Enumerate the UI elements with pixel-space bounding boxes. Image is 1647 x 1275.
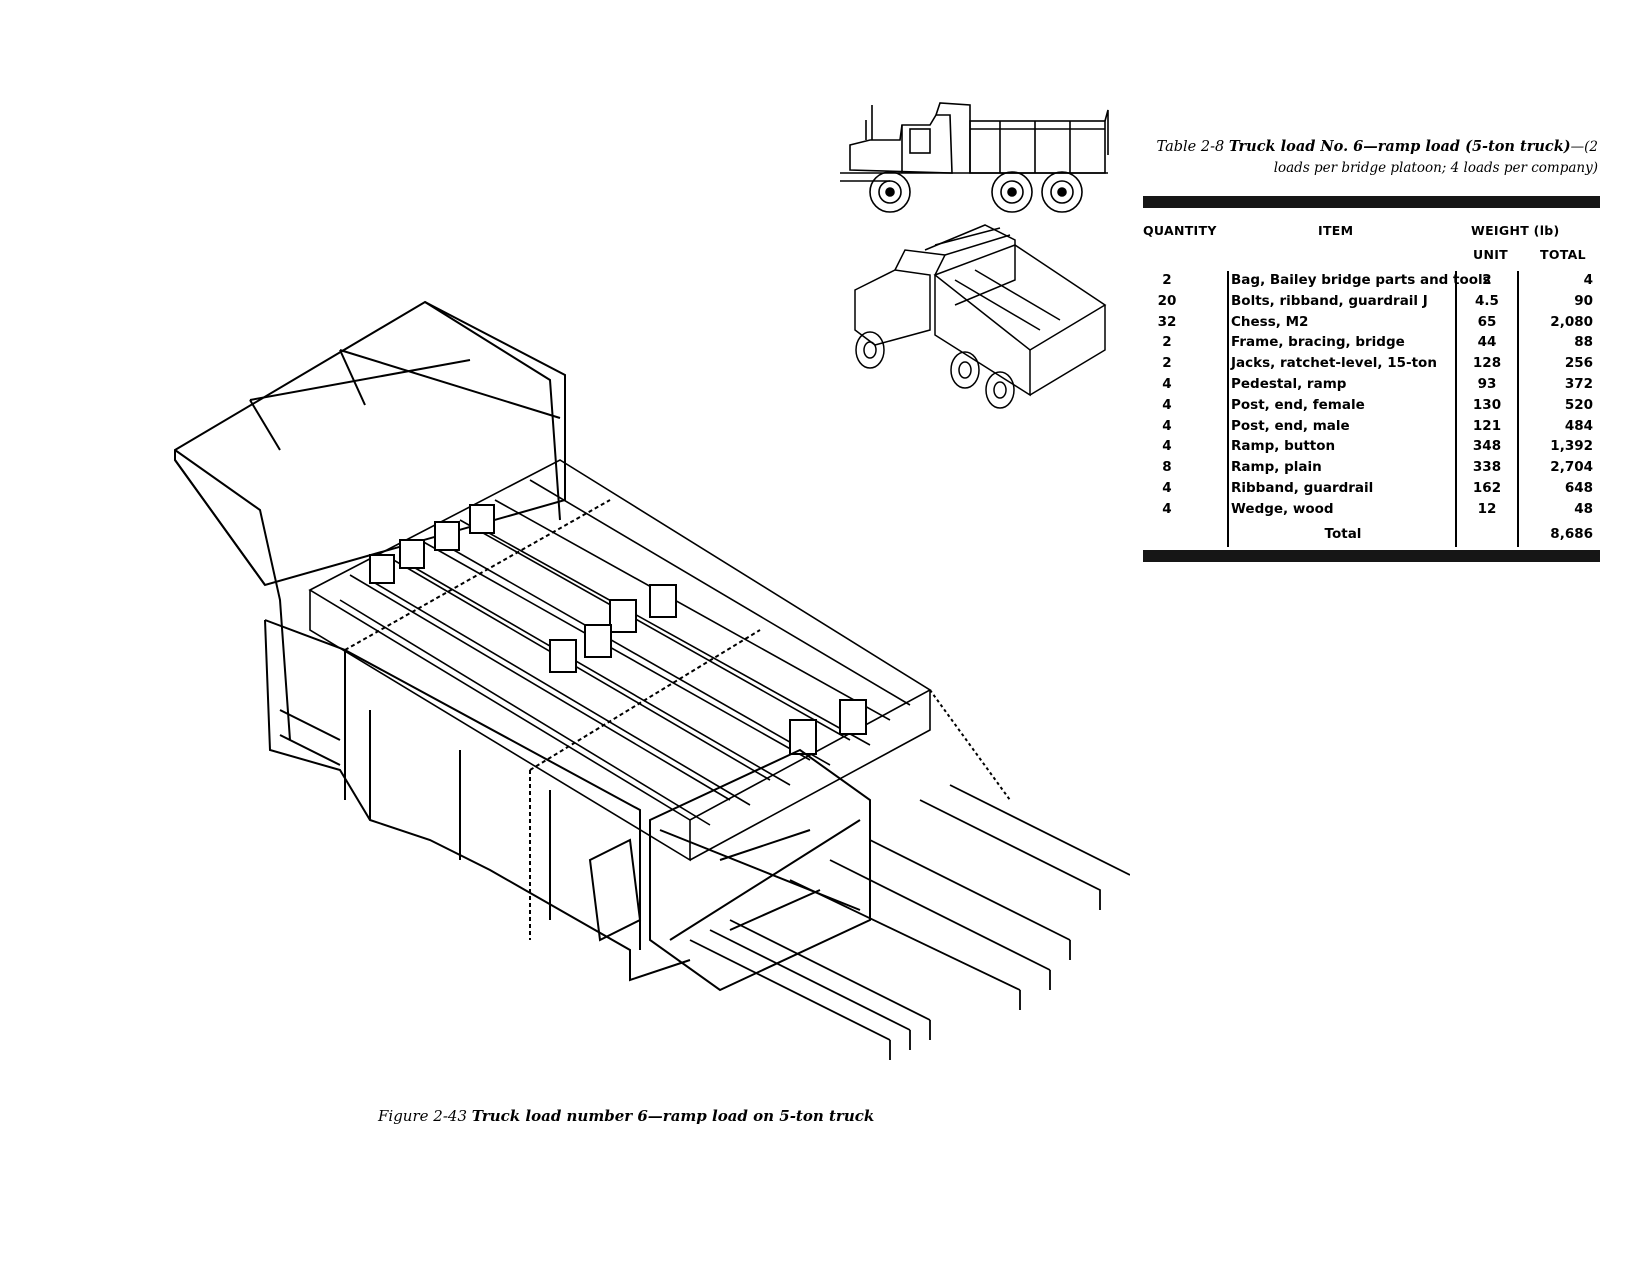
table-caption-title: Truck load No. 6—ramp load (5-ton truck) <box>1228 138 1571 155</box>
table-row: 8 Ramp, plain 338 2,704 <box>1143 457 1600 478</box>
row-unit-weight: 12 <box>1477 500 1497 517</box>
column-rule-item <box>1227 271 1229 547</box>
row-total-weight: 2,080 <box>1550 313 1593 330</box>
row-unit-weight: 162 <box>1472 479 1502 496</box>
row-unit-weight: 121 <box>1472 417 1502 434</box>
row-unit-weight: 65 <box>1477 313 1497 330</box>
row-total-weight: 372 <box>1564 375 1593 392</box>
row-total-weight: 256 <box>1564 355 1593 372</box>
table-row: 4 Post, end, male 121 484 <box>1143 416 1600 437</box>
table-row: 4 Ramp, button 348 1,392 <box>1143 436 1600 457</box>
table-caption-note: —(2 loads per bridge platoon; 4 loads pe… <box>1273 139 1598 176</box>
column-rule-unit <box>1455 271 1457 547</box>
load-table: QUANTITY ITEM WEIGHT (lb) UNIT TOTAL 2 B… <box>1143 196 1600 566</box>
row-item: Post, end, female <box>1231 396 1365 413</box>
table-row: 2 Frame, bracing, bridge 44 88 <box>1143 332 1600 353</box>
row-unit-weight: 338 <box>1472 459 1502 476</box>
header-total: TOTAL <box>1540 247 1586 262</box>
total-label: Total <box>1324 525 1362 542</box>
figure-caption: Figure 2-43 Truck load number 6—ramp loa… <box>378 1107 874 1125</box>
row-quantity: 2 <box>1162 355 1172 372</box>
row-unit-weight: 128 <box>1472 355 1502 372</box>
row-quantity: 4 <box>1162 396 1172 413</box>
table-top-rule <box>1143 196 1600 208</box>
row-item: Bag, Bailey bridge parts and tools <box>1231 272 1491 288</box>
row-total-weight: 2,704 <box>1550 459 1593 476</box>
table-caption-lead: Table 2-8 <box>1156 139 1225 155</box>
total-value: 8,686 <box>1550 525 1593 542</box>
row-quantity: 4 <box>1162 500 1172 517</box>
figure-caption-lead: Figure 2-43 <box>378 1107 467 1125</box>
table-body: 2 Bag, Bailey bridge parts and tools 2 4… <box>1143 270 1600 546</box>
table-row: 4 Ribband, guardrail 162 648 <box>1143 478 1600 499</box>
row-item: Ramp, button <box>1231 438 1336 455</box>
table-row: 2 Jacks, ratchet-level, 15-ton 128 256 <box>1143 353 1600 374</box>
row-unit-weight: 44 <box>1477 334 1497 351</box>
row-quantity: 4 <box>1162 438 1172 455</box>
table-row: 4 Wedge, wood 12 48 <box>1143 499 1600 520</box>
table-row: 4 Pedestal, ramp 93 372 <box>1143 374 1600 395</box>
row-quantity: 32 <box>1157 313 1177 330</box>
row-item: Jacks, ratchet-level, 15-ton <box>1231 355 1437 372</box>
row-unit-weight: 2 <box>1482 272 1492 288</box>
row-quantity: 8 <box>1162 459 1172 476</box>
row-total-weight: 48 <box>1574 500 1593 517</box>
row-item: Ribband, guardrail <box>1231 479 1374 496</box>
row-total-weight: 1,392 <box>1550 438 1593 455</box>
truck-isometric-view-illustration <box>854 224 1107 409</box>
table-caption: Table 2-8 Truck load No. 6—ramp load (5-… <box>1138 136 1598 179</box>
row-total-weight: 88 <box>1574 334 1593 351</box>
row-item: Pedestal, ramp <box>1231 375 1347 392</box>
ramp-load-truck-illustration <box>174 300 1130 1060</box>
table-row: 20 Bolts, ribband, guardrail J 4.5 90 <box>1143 291 1600 312</box>
row-quantity: 20 <box>1157 292 1177 309</box>
row-unit-weight: 348 <box>1472 438 1502 455</box>
table-row: 32 Chess, M2 65 2,080 <box>1143 312 1600 333</box>
row-item: Post, end, male <box>1231 417 1350 434</box>
table-row: 2 Bag, Bailey bridge parts and tools 2 4 <box>1143 270 1600 291</box>
header-item: ITEM <box>1318 223 1354 238</box>
row-quantity: 4 <box>1162 479 1172 496</box>
figure-caption-title: Truck load number 6—ramp load on 5-ton t… <box>471 1107 875 1125</box>
table-bottom-rule <box>1143 550 1600 562</box>
row-item: Frame, bracing, bridge <box>1231 334 1405 351</box>
table-row: 4 Post, end, female 130 520 <box>1143 395 1600 416</box>
row-quantity: 2 <box>1162 272 1172 288</box>
truck-side-view-illustration <box>840 102 1109 213</box>
header-unit: UNIT <box>1473 247 1508 262</box>
row-item: Wedge, wood <box>1231 500 1334 517</box>
row-item: Ramp, plain <box>1231 459 1322 476</box>
row-quantity: 2 <box>1162 334 1172 351</box>
row-unit-weight: 130 <box>1472 396 1502 413</box>
table-total-row: Total 8,686 <box>1143 520 1600 546</box>
row-quantity: 4 <box>1162 417 1172 434</box>
row-quantity: 4 <box>1162 375 1172 392</box>
row-total-weight: 484 <box>1564 417 1593 434</box>
row-unit-weight: 93 <box>1477 375 1497 392</box>
row-item: Chess, M2 <box>1231 313 1309 330</box>
column-rule-total <box>1517 271 1519 547</box>
row-unit-weight: 4.5 <box>1475 292 1499 309</box>
row-item: Bolts, ribband, guardrail J <box>1231 292 1428 309</box>
row-total-weight: 520 <box>1564 396 1593 413</box>
row-total-weight: 648 <box>1564 479 1593 496</box>
row-total-weight: 90 <box>1574 292 1593 309</box>
header-weight: WEIGHT (lb) <box>1471 223 1560 238</box>
row-total-weight: 4 <box>1583 272 1593 288</box>
header-quantity: QUANTITY <box>1143 223 1217 238</box>
